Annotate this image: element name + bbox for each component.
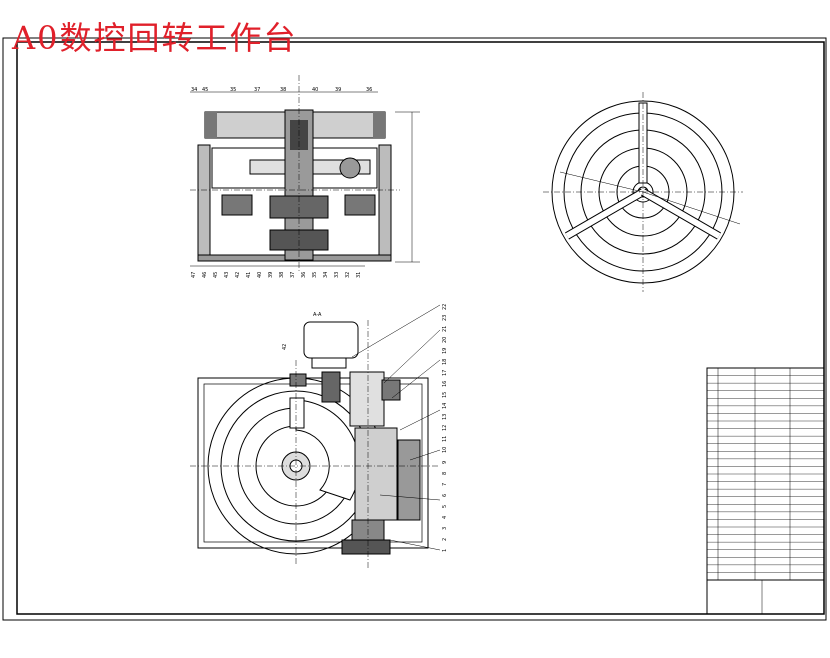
callout-number: 38 xyxy=(280,87,286,93)
callout-number: 39 xyxy=(335,87,341,93)
front-bottom-callouts: 47 46 45 43 42 41 40 39 38 37 36 35 34 33 32 31 xyxy=(191,272,362,278)
callout-number: 2 xyxy=(442,538,448,541)
callout-number: 13 xyxy=(442,414,448,420)
callout-number: 5 xyxy=(442,505,448,508)
callout-number: 18 xyxy=(442,359,448,365)
callout-number: 33 xyxy=(334,272,340,278)
callout-number: 7 xyxy=(442,483,448,486)
title-block xyxy=(706,367,825,615)
aa-left-callout: 42 xyxy=(282,344,288,350)
callout-number: 35 xyxy=(312,272,318,278)
callout-number: 32 xyxy=(345,272,351,278)
callout-number: 45 xyxy=(202,87,208,93)
callout-number: 42 xyxy=(235,272,241,278)
callout-number: 15 xyxy=(442,392,448,398)
callout-number: 46 xyxy=(202,272,208,278)
parts-list-rows xyxy=(707,375,824,573)
callout-number: 16 xyxy=(442,381,448,387)
callout-number: 6 xyxy=(442,494,448,497)
callout-number: 45 xyxy=(213,272,219,278)
callout-number: 34 xyxy=(323,272,329,278)
callout-number: 11 xyxy=(442,436,448,442)
callout-number: 17 xyxy=(442,370,448,376)
callout-number: 35 xyxy=(230,87,236,93)
callout-number: 36 xyxy=(366,87,372,93)
callout-number: 23 xyxy=(442,315,448,321)
drawing-title: A0数控回转工作台 xyxy=(12,19,298,57)
callout-number: 41 xyxy=(246,272,252,278)
callout-number: 37 xyxy=(290,272,296,278)
callout-number: 9 xyxy=(442,461,448,464)
top-view xyxy=(543,92,743,292)
callout-number: 43 xyxy=(224,272,230,278)
callout-number: 8 xyxy=(442,472,448,475)
callout-number: 3 xyxy=(442,527,448,530)
callout-number: 38 xyxy=(279,272,285,278)
callout-number: 40 xyxy=(312,87,318,93)
callout-number: 47 xyxy=(191,272,197,278)
callout-number: 20 xyxy=(442,337,448,343)
callout-number: 37 xyxy=(254,87,260,93)
outer-border xyxy=(2,37,827,621)
callout-number: 4 xyxy=(442,516,448,519)
callout-number: 1 xyxy=(442,549,448,552)
callout-number: 22 xyxy=(442,304,448,310)
callout-number: 12 xyxy=(442,425,448,431)
callout-number: 40 xyxy=(257,272,263,278)
callout-number: 39 xyxy=(268,272,274,278)
callout-number: 21 xyxy=(442,326,448,332)
inner-border xyxy=(16,41,825,615)
callout-number: 34 xyxy=(191,87,197,93)
callout-number: 19 xyxy=(442,348,448,354)
front-top-callouts: 34 45 35 37 38 40 39 36 xyxy=(191,87,372,93)
callout-number: 36 xyxy=(301,272,307,278)
callout-number: 31 xyxy=(356,272,362,278)
section-label: A-A xyxy=(313,312,322,318)
callout-number: 10 xyxy=(442,447,448,453)
callout-number: 14 xyxy=(442,403,448,409)
